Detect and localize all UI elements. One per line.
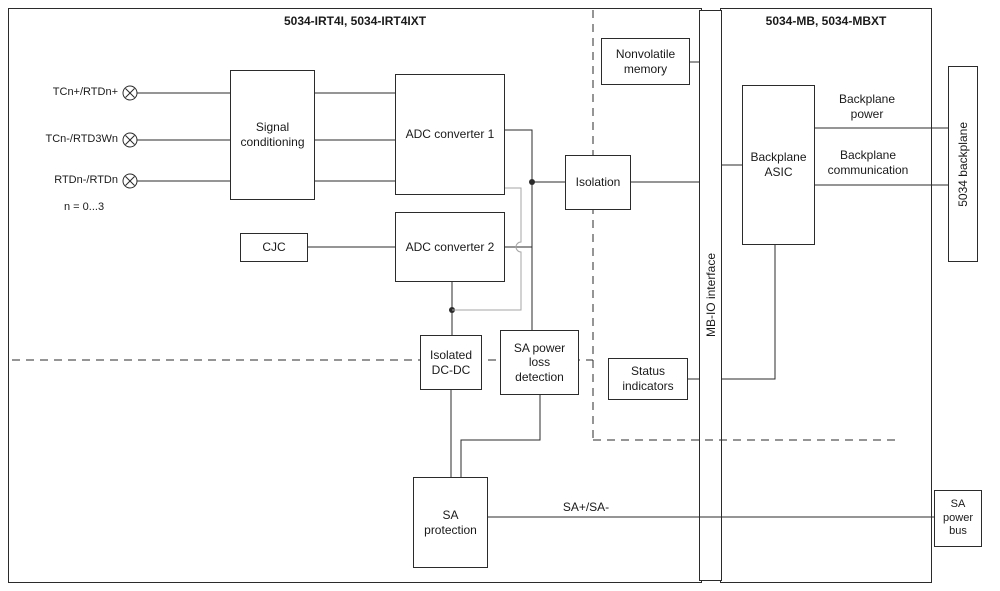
sa-power-bus-label: SA power bus [943, 498, 973, 538]
isolated-dc-dc-label: Isolated DC-DC [429, 347, 473, 377]
backplane-communication-label: Backplane communication [827, 148, 909, 177]
status-indicators-block: Status indicators [608, 358, 688, 400]
left-module-title: 5034-IRT4I, 5034-IRT4IXT [283, 14, 427, 28]
right-module-title: 5034-MB, 5034-MBXT [765, 14, 887, 28]
status-indicators-label: Status indicators [622, 364, 674, 393]
isolated-dc-dc-block: Isolated DC-DC [420, 335, 482, 390]
isolation-label: Isolation [575, 175, 621, 190]
backplane-asic-label: Backplane ASIC [750, 150, 807, 179]
sa-protection-label: SA protection [424, 507, 477, 537]
backplane-bar-label: 5034 backplane [956, 121, 970, 207]
nonvolatile-memory-block: Nonvolatile memory [601, 38, 690, 85]
mb-io-interface-bar: MB-IO interface [699, 10, 722, 581]
sa-protection-block: SA protection [413, 477, 488, 568]
input-label-rtd: RTDn-/RTDn [54, 174, 118, 186]
cjc-label: CJC [262, 240, 286, 255]
adc-converter-2-block: ADC converter 2 [395, 212, 505, 282]
sa-power-bus-block: SA power bus [934, 490, 982, 547]
adc-converter-2-label: ADC converter 2 [405, 239, 495, 254]
terminal-note: n = 0...3 [64, 201, 105, 213]
nonvolatile-memory-label: Nonvolatile memory [615, 46, 676, 76]
adc-converter-1-label: ADC converter 1 [405, 127, 495, 142]
sa-bus-wire-label: SA+/SA- [562, 500, 610, 514]
isolation-block: Isolation [565, 155, 631, 210]
mb-io-interface-label: MB-IO interface [703, 253, 718, 338]
backplane-asic-block: Backplane ASIC [742, 85, 815, 245]
cjc-block: CJC [240, 233, 308, 262]
adc-converter-1-block: ADC converter 1 [395, 74, 505, 195]
sa-power-loss-detection-block: SA power loss detection [500, 330, 579, 395]
backplane-power-label: Backplane power [838, 92, 896, 121]
backplane-bar: 5034 backplane [948, 66, 978, 262]
input-label-tc-plus: TCn+/RTDn+ [52, 86, 118, 98]
input-label-tc-minus: TCn-/RTD3Wn [45, 133, 118, 145]
signal-conditioning-label: Signal conditioning [240, 120, 305, 149]
signal-conditioning-block: Signal conditioning [230, 70, 315, 200]
sa-power-loss-detection-label: SA power loss detection [513, 340, 566, 384]
